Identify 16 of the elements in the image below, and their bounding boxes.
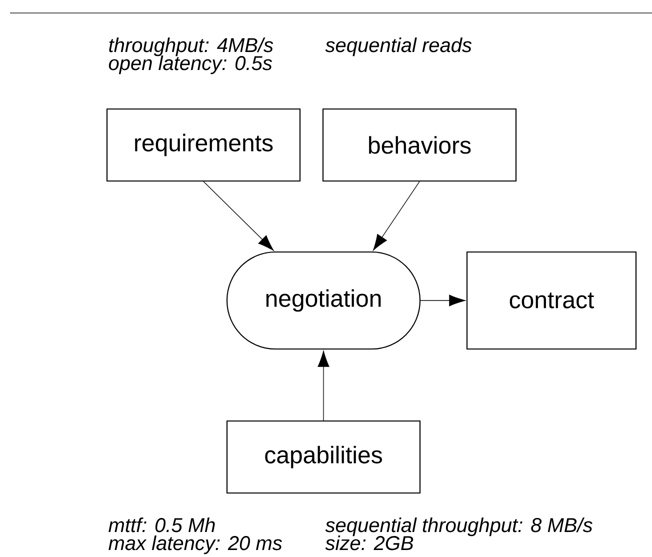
annotation: sequential reads bbox=[325, 38, 472, 56]
arrow bbox=[373, 181, 420, 251]
process-box: capabilities bbox=[226, 420, 421, 494]
arrow bbox=[420, 294, 466, 306]
annotation: max latency: 20 ms bbox=[108, 536, 282, 554]
annotation: size: 2GB bbox=[325, 536, 414, 550]
arrow bbox=[203, 181, 274, 251]
annotation: open latency: 0.5s bbox=[108, 56, 272, 74]
process-box: contract bbox=[466, 251, 637, 350]
rounded-box: negotiation bbox=[226, 251, 421, 350]
process-box: requirements bbox=[106, 108, 301, 182]
annotation: throughput: 4MB/s bbox=[109, 38, 274, 56]
annotation: mttf: 0.5 Mh bbox=[108, 518, 215, 532]
arrow bbox=[318, 350, 330, 421]
process-box: behaviors bbox=[322, 108, 517, 182]
annotation: sequential throughput: 8 MB/s bbox=[325, 518, 592, 536]
